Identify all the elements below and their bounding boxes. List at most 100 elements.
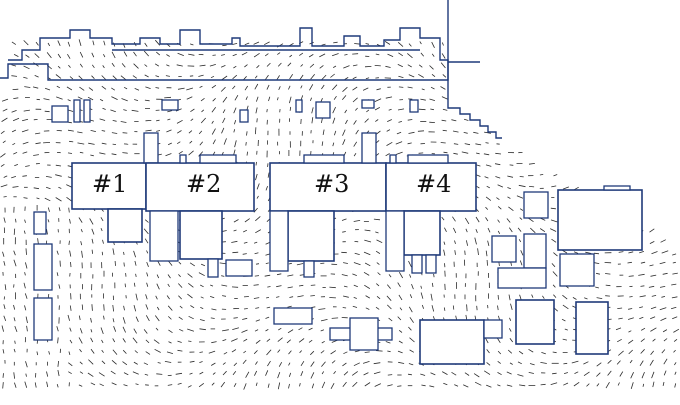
velocity-vector: [45, 176, 52, 178]
velocity-vector: [2, 108, 8, 112]
velocity-vector: [440, 142, 446, 144]
unit-4-tank-b: [425, 254, 437, 274]
velocity-vector: [266, 297, 270, 299]
velocity-vector: [57, 360, 59, 367]
velocity-vector: [166, 64, 170, 67]
velocity-vector: [153, 339, 160, 344]
velocity-vector: [35, 142, 41, 145]
velocity-vector: [519, 260, 523, 266]
velocity-vector: [55, 74, 62, 79]
velocity-vector: [409, 274, 412, 278]
velocity-vector: [156, 51, 161, 56]
velocity-vector: [595, 286, 600, 289]
velocity-vector: [189, 262, 196, 267]
velocity-vector: [78, 384, 83, 387]
velocity-vector: [333, 41, 338, 44]
velocity-vector: [617, 338, 622, 343]
velocity-vector: [68, 240, 70, 245]
velocity-vector: [529, 363, 535, 366]
velocity-vector: [55, 164, 62, 167]
unit-3-tower: [361, 132, 377, 164]
velocity-vector: [331, 53, 339, 57]
velocity-vector: [186, 96, 193, 100]
building-w1: [33, 211, 47, 235]
velocity-vector: [651, 371, 655, 379]
velocity-vector: [13, 259, 17, 267]
velocity-vector: [408, 363, 414, 366]
velocity-vector: [178, 274, 181, 278]
velocity-vector: [91, 228, 95, 235]
velocity-vector: [516, 195, 524, 199]
west-buildings: [33, 211, 53, 341]
velocity-vector: [103, 315, 105, 320]
velocity-vector: [287, 286, 293, 289]
unit-2-stack: [179, 154, 187, 164]
velocity-vector: [211, 84, 217, 89]
velocity-vector: [376, 283, 380, 287]
velocity-vector: [388, 317, 393, 322]
velocity-vector: [388, 274, 392, 278]
velocity-vector: [376, 262, 380, 265]
velocity-vector: [123, 51, 128, 57]
velocity-vector: [594, 252, 600, 255]
velocity-vector: [385, 65, 391, 68]
velocity-vector: [498, 262, 500, 267]
velocity-vector: [189, 372, 193, 375]
velocity-vector: [13, 228, 16, 235]
velocity-vector: [266, 109, 268, 113]
velocity-vector: [662, 381, 665, 386]
velocity-vector: [0, 153, 6, 158]
velocity-vector: [198, 382, 205, 388]
building-e1: [523, 191, 549, 219]
velocity-vector: [146, 282, 149, 287]
velocity-vector: [583, 361, 589, 365]
building-n6: [295, 99, 303, 113]
velocity-vector: [466, 240, 468, 246]
velocity-vector: [331, 360, 336, 364]
velocity-vector: [509, 362, 513, 365]
velocity-vector: [277, 62, 282, 67]
velocity-vector: [69, 76, 74, 80]
velocity-vector: [123, 384, 128, 387]
velocity-vector: [474, 237, 477, 245]
velocity-vector: [25, 248, 27, 255]
velocity-vector: [497, 360, 501, 364]
velocity-vector: [363, 372, 369, 376]
velocity-vector: [199, 328, 206, 331]
velocity-vector: [3, 175, 8, 178]
velocity-vector: [98, 372, 105, 377]
velocity-vector: [628, 349, 633, 355]
velocity-vector: [223, 138, 227, 145]
unit-4-tank-a: [411, 254, 423, 274]
velocity-vector: [507, 196, 511, 199]
velocity-vector: [311, 107, 314, 114]
velocity-vector: [506, 371, 512, 375]
velocity-vector: [651, 295, 657, 297]
velocity-vector: [199, 351, 203, 353]
velocity-vector: [639, 306, 644, 309]
velocity-vector: [395, 141, 403, 145]
velocity-vector: [408, 260, 412, 268]
velocity-vector: [89, 218, 94, 225]
velocity-vector: [443, 151, 448, 154]
building-n5: [239, 109, 249, 123]
velocity-vector: [596, 372, 601, 377]
velocity-vector: [507, 349, 513, 354]
building-e2: [557, 189, 643, 251]
velocity-vector: [387, 304, 392, 310]
velocity-vector: [265, 262, 269, 264]
velocity-vector: [201, 109, 205, 113]
velocity-vector: [454, 384, 459, 387]
velocity-vector: [11, 41, 17, 45]
velocity-vector: [615, 327, 622, 331]
velocity-vector: [222, 362, 226, 365]
velocity-vector: [69, 339, 73, 344]
velocity-vector: [674, 383, 677, 388]
velocity-vector: [144, 64, 148, 67]
velocity-vector: [13, 304, 16, 310]
velocity-vector: [11, 110, 17, 113]
velocity-vector: [79, 348, 82, 353]
velocity-vector: [430, 86, 435, 90]
velocity-vector: [178, 295, 182, 300]
velocity-vector: [299, 350, 302, 354]
